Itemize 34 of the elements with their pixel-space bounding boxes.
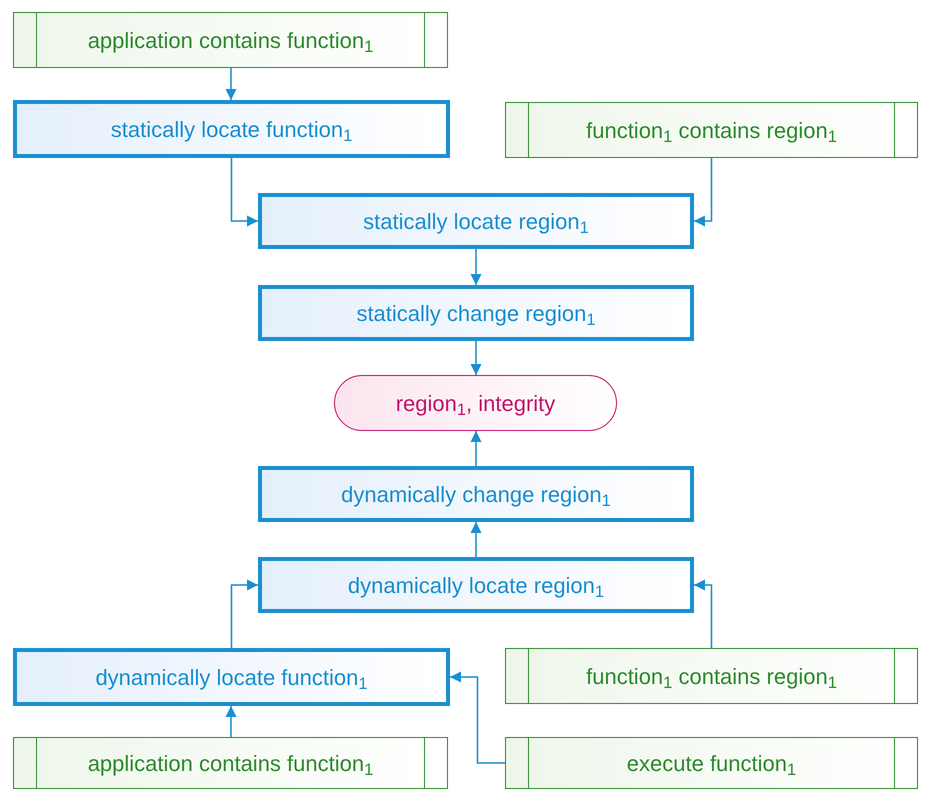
arrow <box>450 672 505 764</box>
predefined-process-box <box>13 12 448 68</box>
arrow <box>694 158 712 226</box>
node-label: statically change region$_{1}$ <box>356 300 596 330</box>
node-label: dynamically locate function$_{1}$ <box>95 664 368 694</box>
node-label: execute function$_{1}$ <box>626 750 796 780</box>
arrow <box>226 706 236 737</box>
node-label: statically locate region$_{1}$ <box>363 208 589 238</box>
arrow <box>470 341 482 375</box>
node-label: region$_{1}$, integrity <box>396 390 556 420</box>
arrow <box>230 158 258 226</box>
node-label: function$_{1}$ contains region$_{1}$ <box>586 116 837 146</box>
process-box <box>258 285 694 341</box>
process-box <box>258 466 694 522</box>
process-box <box>258 557 694 613</box>
predefined-process-box <box>505 102 918 158</box>
arrow <box>230 580 258 648</box>
predefined-process-box <box>505 737 918 789</box>
predefined-process-box <box>13 737 448 789</box>
predefined-process-box <box>505 648 918 704</box>
node-label: function$_{1}$ contains region$_{1}$ <box>586 662 837 692</box>
arrow <box>694 580 712 648</box>
node-label: statically locate function$_{1}$ <box>110 116 352 146</box>
node-label: dynamically locate region$_{1}$ <box>348 572 604 602</box>
process-box <box>13 100 450 158</box>
node-label: application contains function$_{1}$ <box>88 26 374 56</box>
node-label: dynamically change region$_{1}$ <box>341 480 611 510</box>
arrow <box>470 431 482 466</box>
node-label: application contains function$_{1}$ <box>88 750 374 780</box>
process-box <box>258 193 694 249</box>
process-box <box>13 648 450 706</box>
arrow <box>470 249 482 285</box>
arrow <box>226 68 236 100</box>
arrow <box>470 522 482 557</box>
